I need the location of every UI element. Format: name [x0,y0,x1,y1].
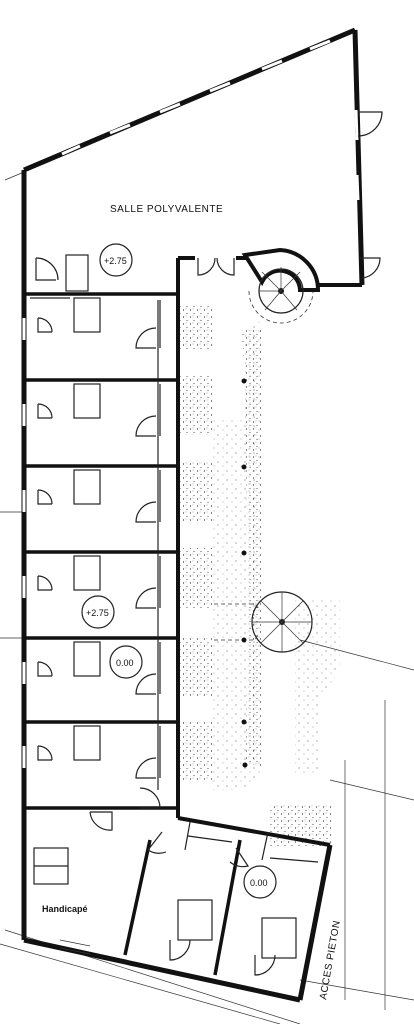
level-marker-mid [81,595,115,629]
unit-1 [30,297,161,349]
level-label-top: +2.75 [104,256,127,266]
unit-6 [37,725,161,779]
level-marker-zero-2 [243,865,277,899]
unit-4 [37,555,161,609]
unit-2 [37,383,161,437]
level-markers [81,243,277,899]
columns [241,378,248,768]
top-windows [61,39,360,201]
unit-top [35,254,89,292]
spiral-stair-top [241,247,321,324]
salle-polyvalente-label: SALLE POLYVALENTE [110,204,223,215]
exterior-walls [21,27,365,1003]
unit-5 [37,641,161,695]
dwelling-units [24,254,180,810]
acces-pieton-label: ACCES PIETON [318,920,343,1001]
level-marker-zero-1 [109,645,143,679]
salle-doors [197,111,383,279]
circulation-stipple [180,300,340,846]
handicape-label: Handicapé [42,904,88,914]
level-label-zero-1: 0.00 [116,658,134,668]
spiral-stair-middle [214,591,313,653]
level-label-mid: +2.75 [86,608,109,618]
level-marker-top [99,243,133,277]
level-label-zero-2: 0.00 [250,878,268,888]
party-walls [24,292,178,810]
unit-3 [37,469,161,523]
bottom-block [33,787,331,976]
